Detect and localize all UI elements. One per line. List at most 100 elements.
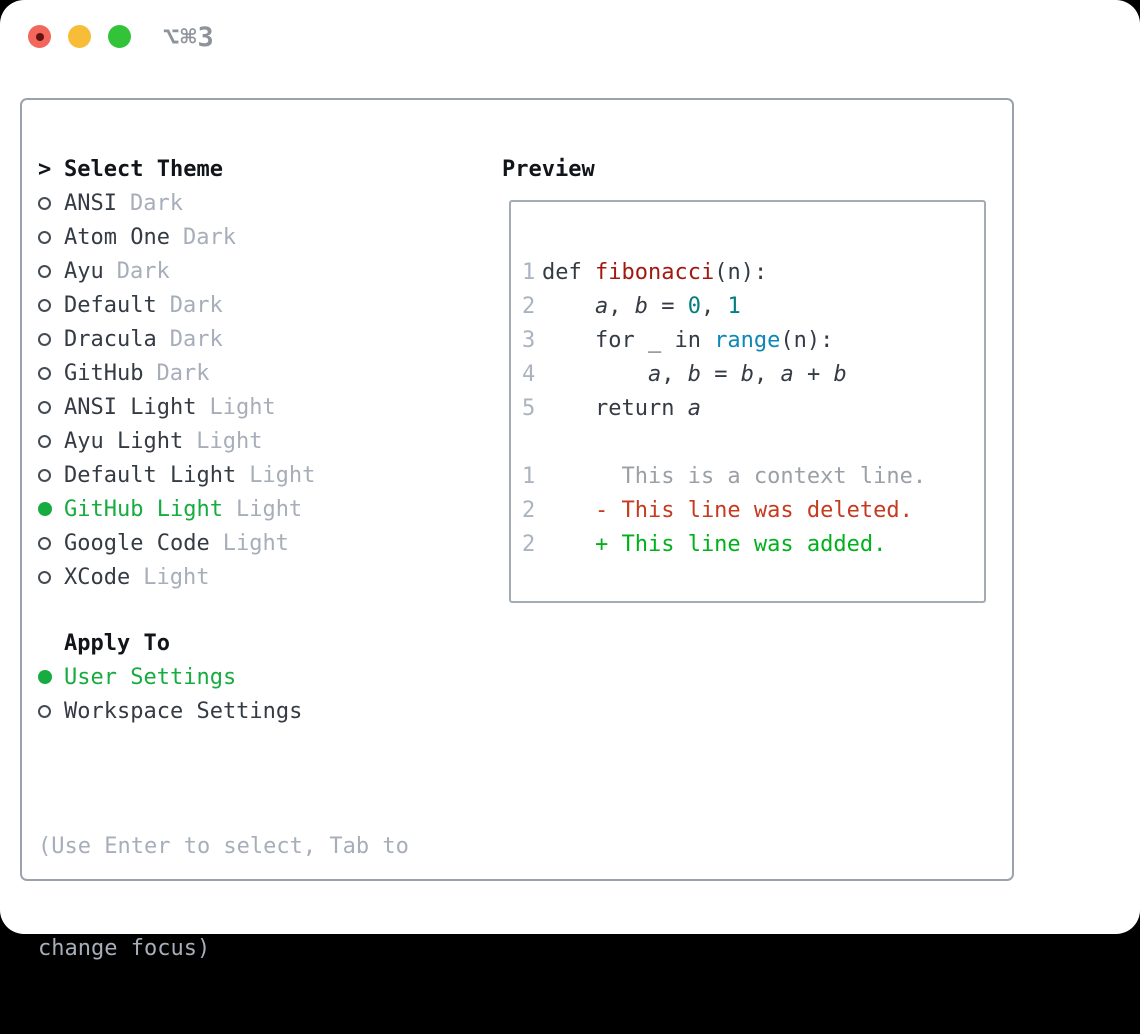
option-tag: Dark (170, 327, 223, 352)
radio-icon (38, 705, 51, 718)
gutter (38, 197, 64, 210)
option-label: Default Light (64, 463, 236, 488)
radio-icon (38, 197, 51, 210)
option-tag: Light (143, 565, 209, 590)
option-tag: Light (209, 395, 275, 420)
diff-block: 1 This is a context line.2 - This line w… (522, 459, 984, 561)
option-tag: Light (249, 463, 315, 488)
gutter (38, 367, 64, 380)
close-button[interactable] (28, 25, 51, 48)
theme-option-ansi[interactable]: ANSI Dark (38, 186, 409, 220)
option-tag: Dark (183, 225, 236, 250)
radio-icon (38, 502, 52, 516)
code-line-4: 4 a, b = b, a + b (522, 357, 984, 391)
line-number: 5 (522, 396, 542, 421)
theme-selector-column: > Select Theme ANSI Dark Atom One Dark A… (38, 152, 409, 1034)
option-label: ANSI (64, 191, 117, 216)
gutter (38, 537, 64, 550)
line-number: 1 (522, 464, 542, 489)
maximize-button[interactable] (108, 25, 131, 48)
option-label: GitHub (64, 361, 143, 386)
radio-icon (38, 401, 51, 414)
window-title: ⌥⌘3 (163, 22, 215, 53)
option-label: Atom One (64, 225, 170, 250)
theme-option-default[interactable]: Default Dark (38, 288, 409, 322)
radio-icon (38, 469, 51, 482)
theme-option-dracula[interactable]: Dracula Dark (38, 322, 409, 356)
gutter (38, 265, 64, 278)
theme-option-google-code[interactable]: Google Code Light (38, 526, 409, 560)
option-tag: Dark (130, 191, 183, 216)
gutter (38, 571, 64, 584)
code-text: return a (542, 396, 701, 421)
line-number: 2 (522, 294, 542, 319)
option-label: XCode (64, 565, 130, 590)
traffic-lights (28, 25, 131, 48)
theme-option-ayu[interactable]: Ayu Dark (38, 254, 409, 288)
gutter (38, 401, 64, 414)
radio-icon (38, 537, 51, 550)
line-number: 1 (522, 260, 542, 285)
theme-option-github-light[interactable]: GitHub Light Light (38, 492, 409, 526)
theme-option-github[interactable]: GitHub Dark (38, 356, 409, 390)
option-tag: Dark (170, 293, 223, 318)
line-number: 2 (522, 498, 542, 523)
apply-to-title: Apply To (64, 631, 170, 656)
theme-option-xcode[interactable]: XCode Light (38, 560, 409, 594)
app-window: ⌥⌘3 > Select Theme ANSI Dark Atom One Da… (0, 0, 1140, 934)
option-tag: Light (236, 497, 302, 522)
gutter (38, 231, 64, 244)
spacer (38, 728, 409, 762)
code-text: def fibonacci(n): (542, 260, 767, 285)
code-text: for _ in range(n): (542, 328, 833, 353)
code-line-2: 2 a, b = 0, 1 (522, 289, 984, 323)
theme-option-default-light[interactable]: Default Light Light (38, 458, 409, 492)
gutter (38, 502, 64, 516)
gutter (38, 299, 64, 312)
diff-text: - This line was deleted. (542, 498, 913, 523)
theme-list: ANSI Dark Atom One Dark Ayu Dark Default… (38, 186, 409, 594)
gutter (38, 705, 64, 718)
select-theme-header: > Select Theme (38, 152, 409, 186)
apply-option-user-settings[interactable]: User Settings (38, 660, 409, 694)
option-label: Google Code (64, 531, 210, 556)
radio-icon (38, 231, 51, 244)
title-bar: ⌥⌘3 (0, 0, 1140, 98)
apply-option-workspace-settings[interactable]: Workspace Settings (38, 694, 409, 728)
gutter (38, 333, 64, 346)
option-label: ANSI Light (64, 395, 196, 420)
radio-icon (38, 299, 51, 312)
radio-icon (38, 265, 51, 278)
apply-to-list: User Settings Workspace Settings (38, 660, 409, 728)
theme-option-ayu-light[interactable]: Ayu Light Light (38, 424, 409, 458)
diff-line-added: 2 + This line was added. (522, 527, 984, 561)
hint-text: (Use Enter to select, Tab to change focu… (38, 762, 409, 1034)
option-label: Dracula (64, 327, 157, 352)
theme-option-atom-one[interactable]: Atom One Dark (38, 220, 409, 254)
code-line-3: 3 for _ in range(n): (522, 323, 984, 357)
select-theme-title: Select Theme (64, 157, 223, 182)
spacer (38, 594, 409, 626)
option-tag: Dark (117, 259, 170, 284)
gutter (38, 435, 64, 448)
minimize-button[interactable] (68, 25, 91, 48)
radio-icon (38, 670, 52, 684)
radio-icon (38, 571, 51, 584)
preview-title: Preview (502, 152, 595, 186)
hint-line-1: (Use Enter to select, Tab to (38, 830, 409, 864)
line-number: 4 (522, 362, 542, 387)
option-label: Workspace Settings (64, 699, 302, 724)
line-number: 2 (522, 532, 542, 557)
diff-text: This is a context line. (542, 464, 926, 489)
option-label: User Settings (64, 665, 236, 690)
option-label: Default (64, 293, 157, 318)
hint-line-2: change focus) (38, 932, 409, 966)
diff-line-context: 1 This is a context line. (522, 459, 984, 493)
theme-option-ansi-light[interactable]: ANSI Light Light (38, 390, 409, 424)
code-text: a, b = b, a + b (542, 362, 847, 387)
gutter (38, 670, 64, 684)
theme-selector-dialog: > Select Theme ANSI Dark Atom One Dark A… (20, 98, 1014, 881)
